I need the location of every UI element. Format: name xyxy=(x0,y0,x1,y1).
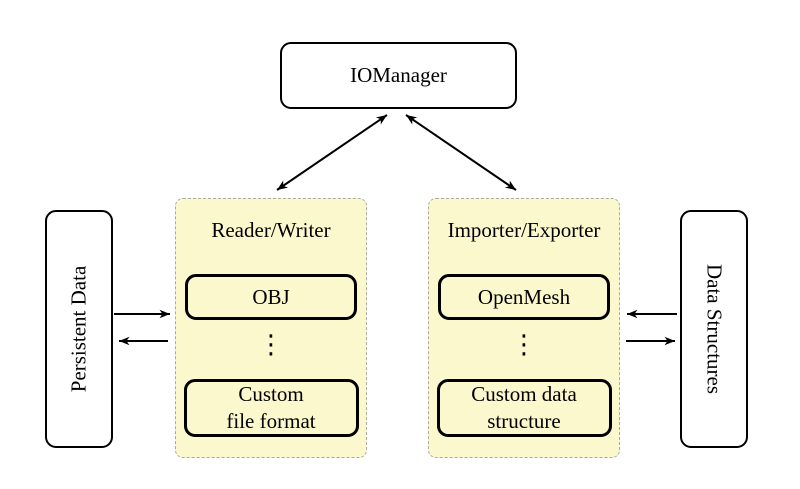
importer-exporter-title: Importer/Exporter xyxy=(447,218,601,242)
custom-file-format-line1: Custom xyxy=(238,382,304,406)
reader-writer-panel: Reader/Writer OBJ ⋮ Custom file format xyxy=(175,198,367,458)
openmesh-node: OpenMesh xyxy=(438,274,610,320)
data-structures-node: Data Structures xyxy=(680,210,748,448)
reader-writer-title: Reader/Writer xyxy=(211,218,331,242)
obj-label: OBJ xyxy=(252,284,290,309)
persistent-data-node: Persistent Data xyxy=(45,210,113,448)
iomanager-label: IOManager xyxy=(350,63,447,87)
importer-exporter-panel: Importer/Exporter OpenMesh ⋮ Custom data… xyxy=(428,198,620,458)
custom-data-structure-node: Custom data structure xyxy=(436,379,612,437)
custom-data-structure-line2: structure xyxy=(487,409,561,433)
arrow-iomanager-reader-writer xyxy=(276,114,388,191)
reader-writer-ellipsis: ⋮ xyxy=(258,330,284,360)
importer-exporter-ellipsis: ⋮ xyxy=(511,330,537,360)
openmesh-label: OpenMesh xyxy=(477,284,571,309)
custom-data-structure-line1: Custom data xyxy=(471,382,577,406)
iomanager-node: IOManager xyxy=(280,42,517,109)
custom-file-format-line2: file format xyxy=(226,409,316,433)
obj-node: OBJ xyxy=(185,274,357,320)
arrow-iomanager-importer-exporter xyxy=(405,114,517,191)
custom-file-format-node: Custom file format xyxy=(183,379,359,437)
data-structures-label: Data Structures xyxy=(702,263,727,395)
persistent-data-label: Persistent Data xyxy=(66,265,91,393)
